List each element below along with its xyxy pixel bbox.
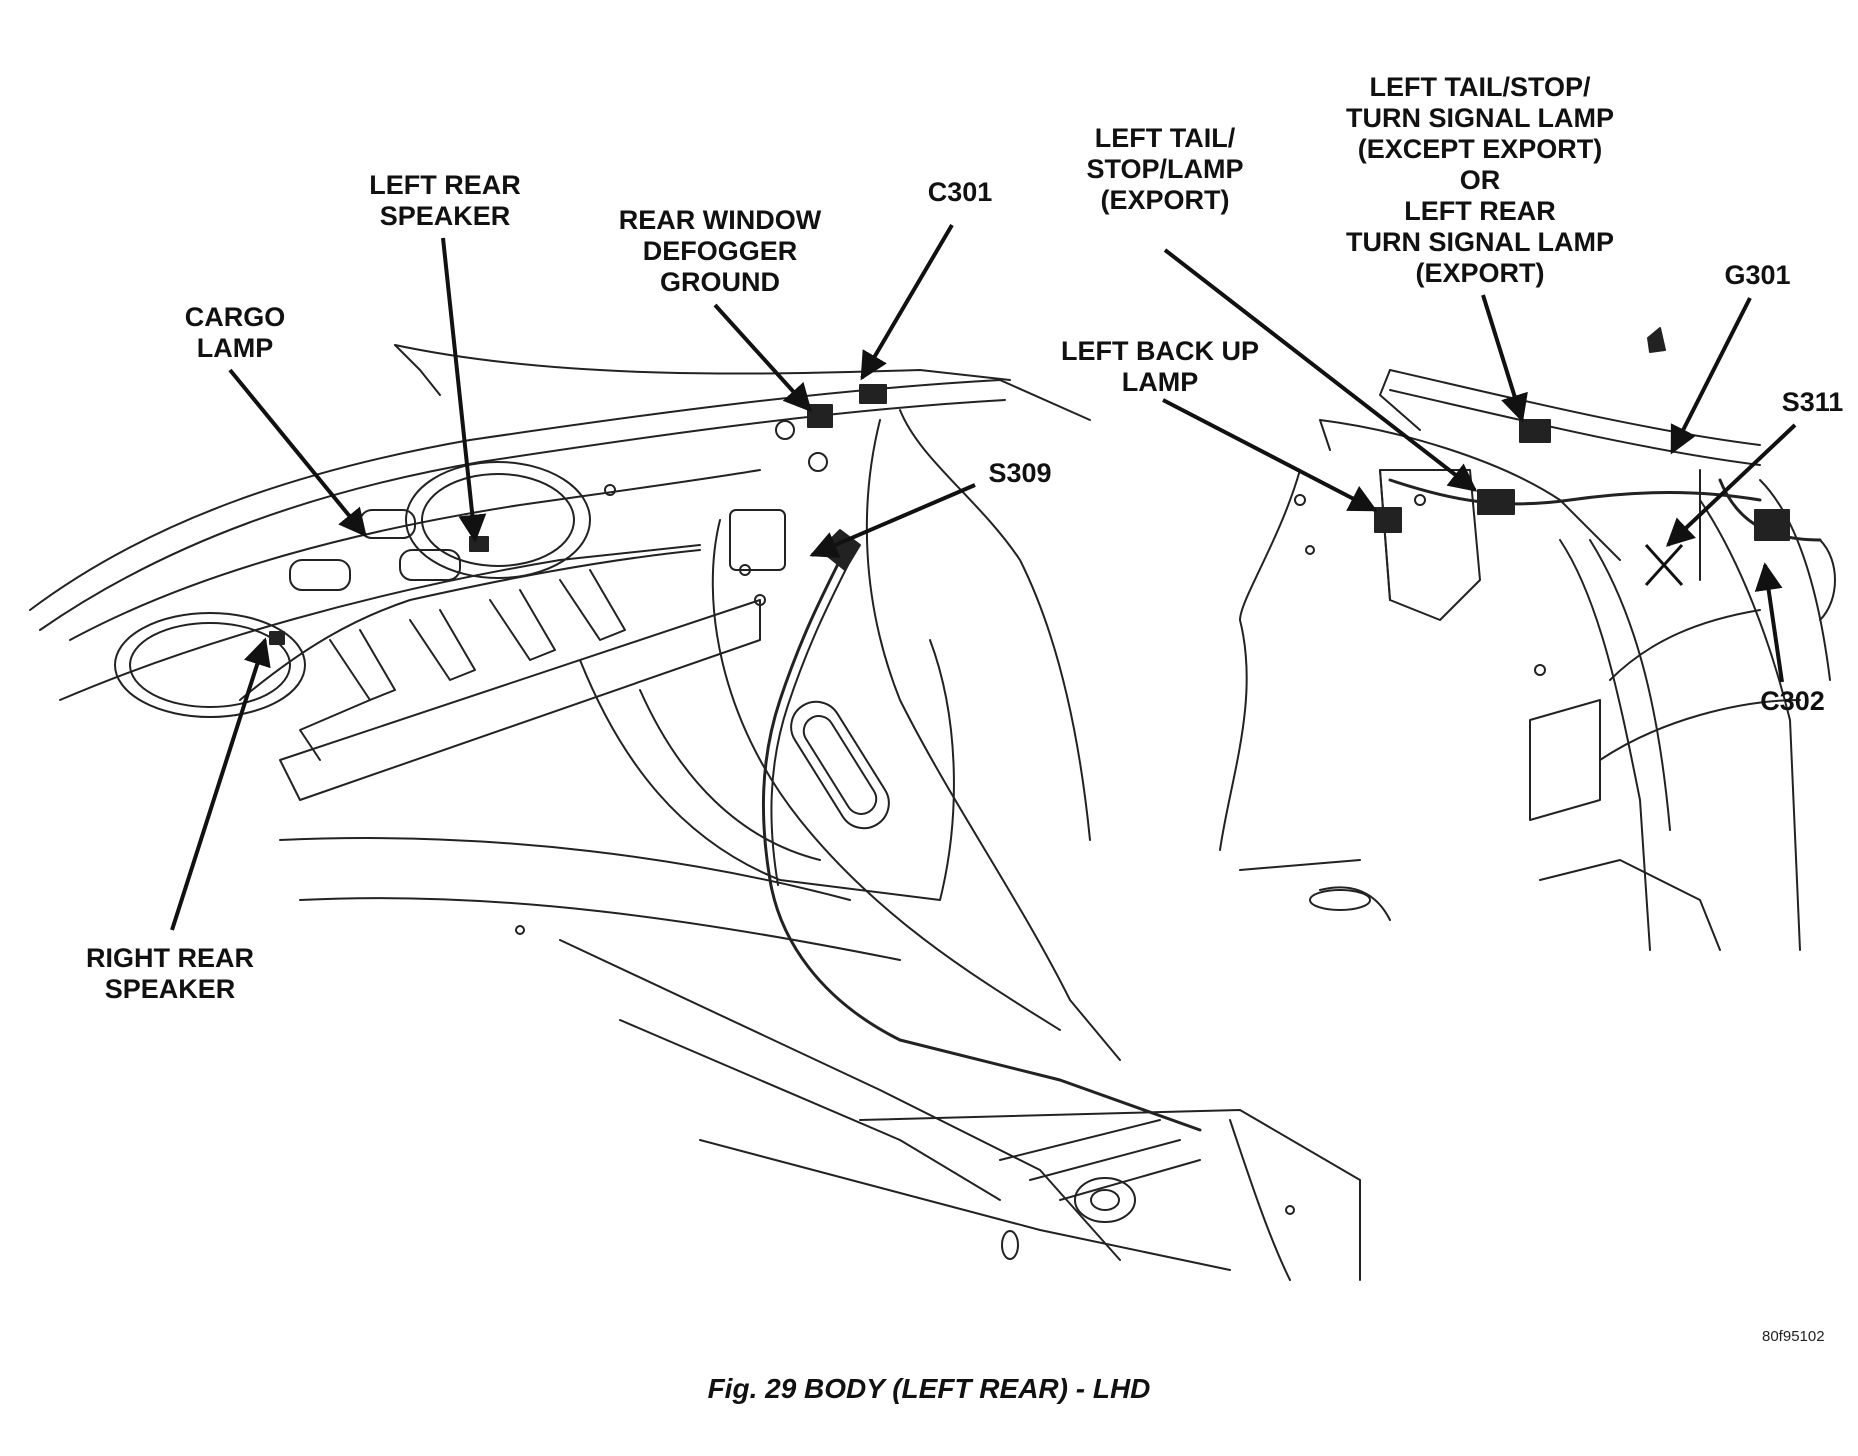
rear-body-illustration bbox=[29, 344, 1361, 1281]
label-cargo-lamp: CARGO LAMP bbox=[184, 302, 286, 363]
label-left-rear-speaker: LEFT REAR SPEAKER bbox=[369, 170, 521, 231]
figure-caption: Fig. 29 BODY (LEFT REAR) - LHD bbox=[707, 1373, 1151, 1404]
label-left-back-up-lamp: LEFT BACK UP LAMP bbox=[1061, 336, 1259, 397]
arrow-rear-window-defogger-ground bbox=[713, 303, 812, 413]
label-rear-window-defogger-ground: REAR WINDOW DEFOGGER GROUND bbox=[618, 205, 822, 297]
arrow-left-rear-speaker bbox=[441, 237, 487, 543]
label-c301: C301 bbox=[927, 177, 993, 207]
arrow-left-tail-stop-turn-signal-lamp bbox=[1481, 294, 1528, 423]
label-g301: G301 bbox=[1724, 260, 1791, 290]
arrow-right-rear-speaker bbox=[170, 637, 271, 931]
label-left-tail-stop-lamp-export: LEFT TAIL/ STOP/LAMP (EXPORT) bbox=[1086, 123, 1244, 215]
arrow-c302 bbox=[1754, 562, 1784, 683]
arrow-g301 bbox=[1670, 297, 1752, 455]
arrow-c301 bbox=[860, 223, 954, 381]
arrow-left-tail-stop-lamp-export bbox=[1163, 248, 1478, 492]
tail-lamp-area-illustration bbox=[1219, 327, 1836, 951]
label-s309: S309 bbox=[988, 458, 1052, 488]
label-left-tail-stop-turn-signal-lamp: LEFT TAIL/STOP/ TURN SIGNAL LAMP (EXCEPT… bbox=[1346, 72, 1614, 288]
arrow-left-back-up-lamp bbox=[1162, 398, 1378, 512]
callout-arrows bbox=[170, 223, 1797, 931]
arrow-s309 bbox=[809, 483, 976, 558]
arrow-cargo-lamp bbox=[228, 368, 367, 538]
label-right-rear-speaker: RIGHT REAR SPEAKER bbox=[86, 943, 254, 1004]
label-c302: C302 bbox=[1760, 686, 1825, 716]
arrow-s311 bbox=[1665, 423, 1797, 547]
label-s311: S311 bbox=[1781, 387, 1844, 417]
document-id: 80f95102 bbox=[1762, 1328, 1825, 1345]
s311-splice-mark bbox=[1644, 543, 1684, 587]
